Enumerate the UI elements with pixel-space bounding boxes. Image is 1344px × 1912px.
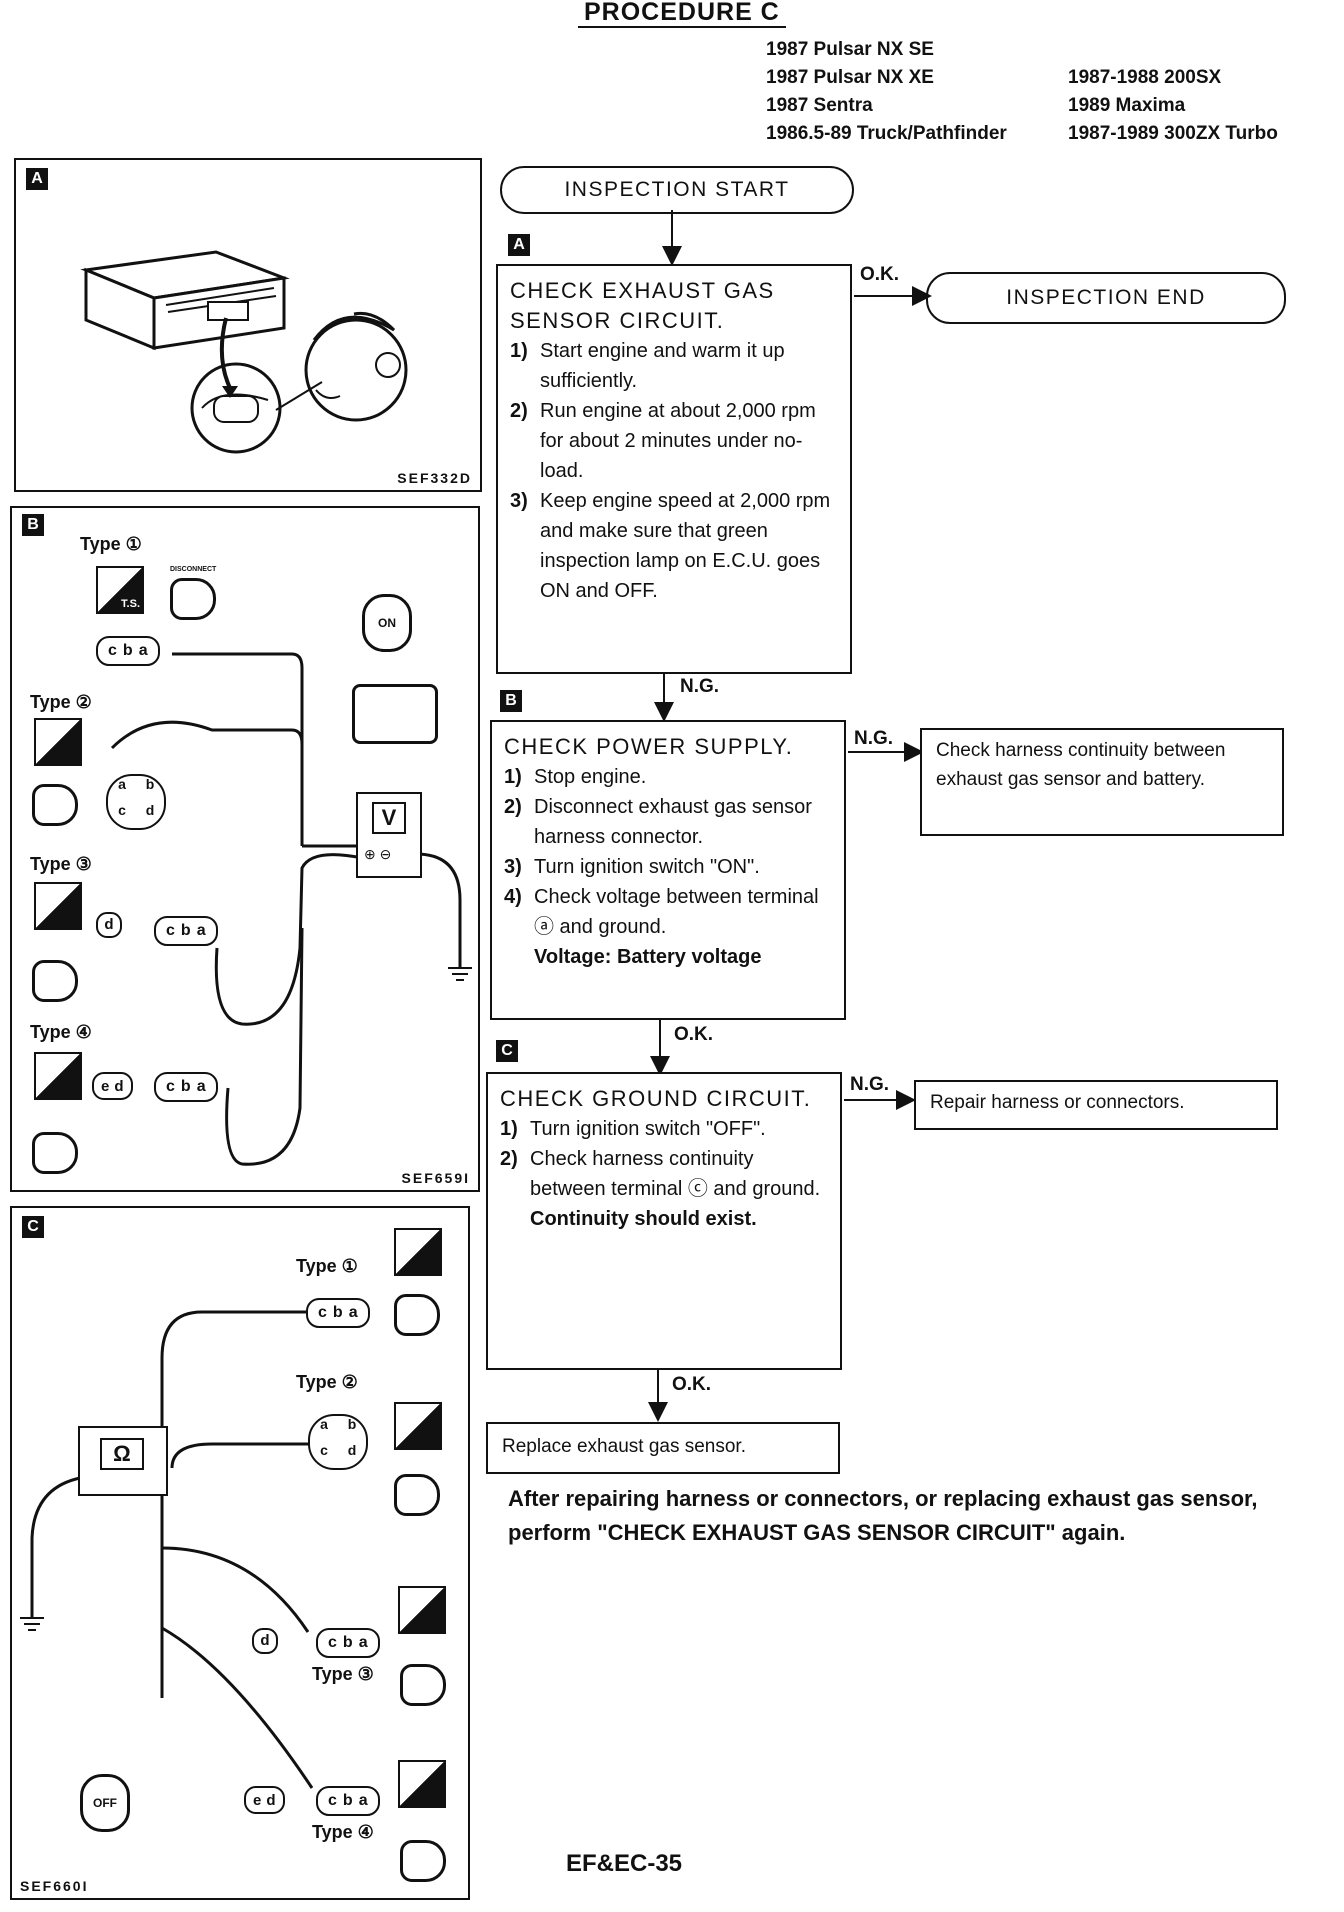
ts-icon [34,1052,82,1100]
ok-label: O.K. [672,1374,712,1395]
disconnect-connector-icon [394,1294,440,1336]
ts-icon [34,882,82,930]
step-item: 1)Turn ignition switch "OFF". [500,1118,766,1140]
models-left-list: 1987 Pulsar NX SE 1987 Pulsar NX XE 1987… [766,36,1066,148]
step-tag: C [496,1040,518,1062]
model-item: 1987 Sentra [766,95,873,116]
figure-code: SEF660I [20,1878,89,1894]
ng-label: N.G. [854,728,894,749]
step-item: 2)Check harness continuity between termi… [500,1148,821,1200]
step-tag: A [508,234,530,256]
type-label: Type ① [296,1256,358,1276]
step-tag: B [500,690,522,712]
type-label: Type ① [80,534,142,554]
step-b-ng-action: Check harness continuity between exhaust… [920,728,1284,836]
type-label: Type ② [296,1372,358,1392]
ohmmeter: Ω [78,1426,168,1496]
voltmeter: V ⊕ ⊖ [356,792,422,878]
ts-icon [398,1586,446,1634]
step-b-box: CHECK POWER SUPPLY. 1)Stop engine. 2)Dis… [490,720,846,1020]
ts-icon [394,1402,442,1450]
ts-icon: T.S. [96,566,144,614]
model-item: 1987 Pulsar NX XE [766,67,934,88]
step-item: 1)Stop engine. [504,766,647,788]
figure-panel-a: A SEF332D [14,158,482,492]
ts-icon [394,1228,442,1276]
step-item: 4)Check voltage between terminal ⓐ and g… [504,886,819,938]
ok-label: O.K. [674,1024,714,1045]
after-repair-note: After repairing harness or connectors, o… [508,1486,1258,1545]
page-title: PROCEDURE C [578,0,786,28]
step-c-ng-action: Repair harness or connectors. [914,1080,1278,1130]
ts-icon [398,1760,446,1808]
voltage-spec: Voltage: Battery voltage [534,946,762,968]
figure-code: SEF332D [397,470,472,486]
ignition-key-off-icon: OFF [80,1774,130,1832]
terminal-d: d [96,912,122,938]
step-item: 3)Turn ignition switch "ON". [504,856,760,878]
step-title: CHECK GROUND CIRCUIT. [500,1086,812,1111]
ok-label: O.K. [860,264,900,285]
ts-icon [34,718,82,766]
type-label: Type ④ [30,1022,92,1042]
panel-tag: C [22,1216,44,1238]
step-item: 2)Disconnect exhaust gas sensor harness … [504,796,812,848]
disconnect-connector-icon [32,960,78,1002]
inspection-start: INSPECTION START [500,166,854,214]
type-label: Type ③ [312,1664,374,1684]
disconnect-connector-icon [32,1132,78,1174]
terminal-d: d [252,1628,278,1654]
step-item: 2)Run engine at about 2,000 rpm for abou… [510,400,816,482]
ng-label: N.G. [850,1074,890,1095]
disconnect-connector-icon [400,1840,446,1882]
ground-circuit-wiring-diagram [20,1310,314,1789]
panel-tag: A [26,168,48,190]
ecu-inspection-illustration [80,250,408,454]
models-right-list: 1987-1988 200SX 1989 Maxima 1987-1989 30… [1068,64,1344,148]
power-supply-wiring-diagram [110,652,472,1166]
model-item: 1987-1988 200SX [1068,67,1222,88]
figure-code: SEF659I [401,1170,470,1186]
step-title: SENSOR CIRCUIT. [510,308,725,333]
model-item: 1987-1989 300ZX Turbo [1068,123,1278,144]
step-title: CHECK POWER SUPPLY. [504,734,794,759]
step-a-box: CHECK EXHAUST GAS SENSOR CIRCUIT. 1)Star… [496,264,852,674]
figure-panel-b: B Type ① Type ② Type ③ Type ④ T.S. DISCO… [10,506,480,1192]
disconnect-connector-icon [394,1474,440,1516]
step-item: 3)Keep engine speed at 2,000 rpm and mak… [510,490,831,602]
ng-label: N.G. [680,676,720,697]
step-c-box: CHECK GROUND CIRCUIT. 1)Turn ignition sw… [486,1072,842,1370]
model-item: 1986.5-89 Truck/Pathfinder [766,123,1007,144]
continuity-spec: Continuity should exist. [530,1208,757,1230]
ignition-key-on-icon: ON [362,594,412,652]
page-number: EF&EC-35 [566,1850,683,1877]
disconnect-label: DISCONNECT [170,566,217,573]
type-label: Type ② [30,692,92,712]
inspection-end: INSPECTION END [926,272,1286,324]
type-label: Type ④ [312,1822,374,1842]
step-title: CHECK EXHAUST GAS [510,278,775,303]
panel-tag: B [22,514,44,536]
model-item: 1987 Pulsar NX SE [766,39,934,60]
engine-icon [352,684,438,744]
disconnect-connector-icon [170,578,216,620]
disconnect-connector-icon [400,1664,446,1706]
disconnect-connector-icon [32,784,78,826]
final-action: Replace exhaust gas sensor. [486,1422,840,1474]
type-label: Type ③ [30,854,92,874]
model-item: 1989 Maxima [1068,95,1186,116]
step-item: 1)Start engine and warm it up sufficient… [510,340,785,392]
